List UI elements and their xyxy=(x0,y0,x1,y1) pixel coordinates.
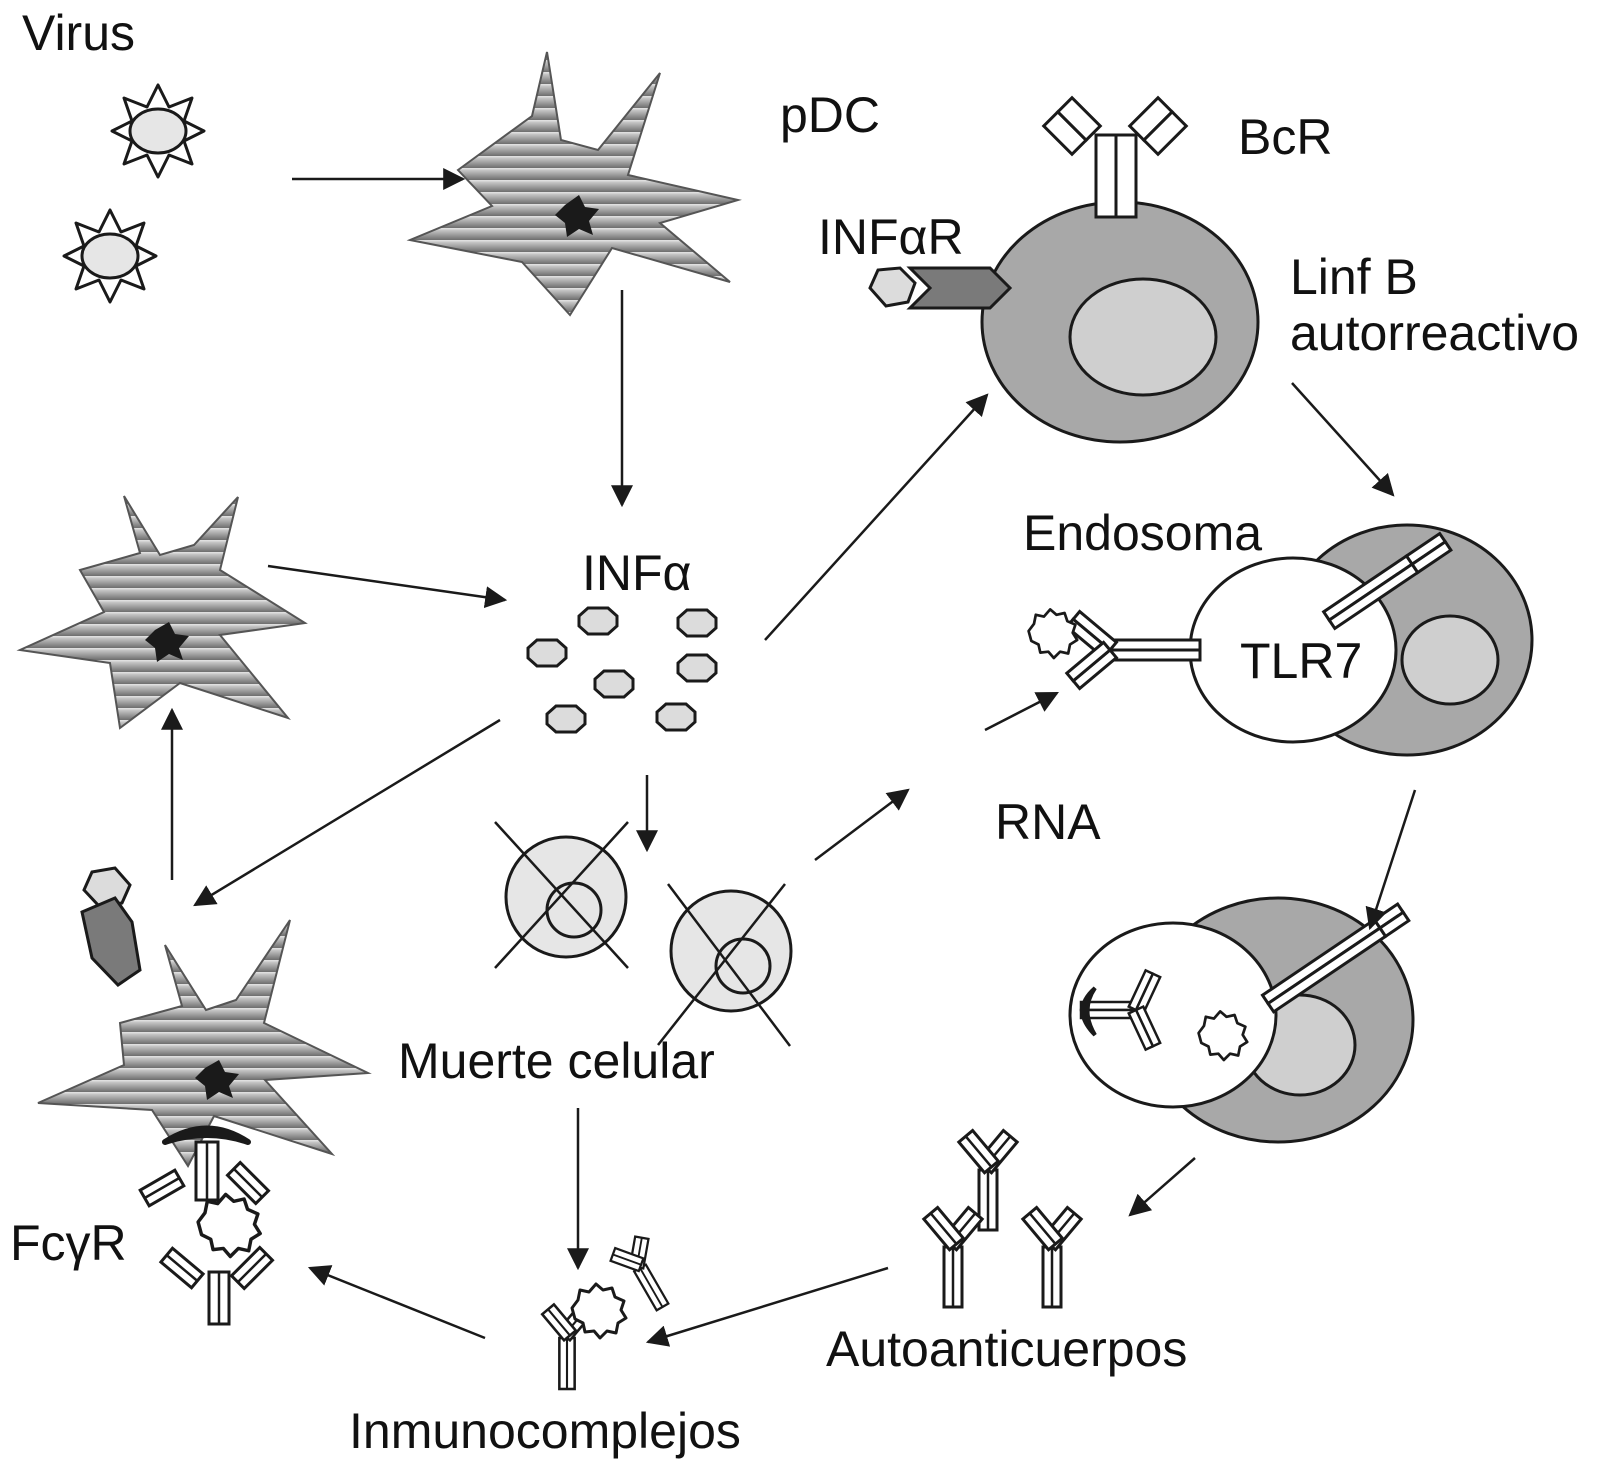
endosome-cell-1 xyxy=(1188,523,1534,757)
autoreactive-b-cell xyxy=(980,200,1260,444)
label-tlr7: TLR7 xyxy=(1240,633,1363,689)
virus-particle-1 xyxy=(110,83,206,179)
arrow-infa-to-bcell xyxy=(764,393,989,641)
virus-particle-2 xyxy=(62,208,158,304)
label-virus: Virus xyxy=(22,5,136,61)
arrow-infa-to-bottompdc xyxy=(193,718,501,907)
label-endosoma: Endosoma xyxy=(1023,505,1263,561)
pdc-cell-left xyxy=(16,495,308,730)
immune-complexes xyxy=(540,1230,683,1391)
label-fcgr: FcγR xyxy=(10,1215,127,1271)
label-bcr: BcR xyxy=(1238,109,1333,165)
arrow-immunocomplex-to-fcgr xyxy=(307,1265,486,1340)
label-linf-b-line1: Linf B xyxy=(1290,249,1418,305)
fcgr-immune-fragments xyxy=(138,1160,275,1326)
inf-alpha-molecules xyxy=(526,606,718,734)
bcr-receptor xyxy=(1041,95,1189,219)
arrow-rna-to-endosome xyxy=(984,691,1059,732)
receptor-bound-left xyxy=(80,866,142,987)
arrow-endosome1-to-endosome2 xyxy=(1365,789,1417,931)
arrow-bcell-to-endosome xyxy=(1291,382,1395,497)
label-rna: RNA xyxy=(995,794,1101,850)
label-linf-b-line2: autorreactivo xyxy=(1290,305,1580,361)
arrow-autoab-to-immunocomplex xyxy=(645,1266,889,1347)
label-inf-alpha: INFα xyxy=(582,545,692,601)
label-autoanticuerpos: Autoanticuerpos xyxy=(826,1321,1188,1377)
pdc-cell-bottom xyxy=(37,919,372,1168)
inf-alpha-receptor xyxy=(868,266,1013,310)
antibody-rna-complex-endosome xyxy=(1027,608,1202,691)
label-muerte-celular: Muerte celular xyxy=(398,1033,715,1089)
arrow-leftpdc-to-infa xyxy=(267,564,508,609)
dead-cell-2 xyxy=(657,883,793,1047)
arrow-endosome2-to-autoab xyxy=(1128,1157,1196,1217)
autoantibodies xyxy=(922,1129,1083,1309)
label-pdc: pDC xyxy=(780,87,881,143)
dead-cell-1 xyxy=(494,821,629,969)
endosome-cell-2 xyxy=(1068,896,1415,1144)
fcgr-receptor xyxy=(162,1125,251,1202)
arrow-dead-to-rna xyxy=(814,788,910,861)
arrows xyxy=(161,168,1417,1347)
pdc-cell-top xyxy=(406,51,742,317)
label-inf-alpha-receptor: INFαR xyxy=(818,209,964,265)
label-inmunocomplejos: Inmunocomplejos xyxy=(349,1403,741,1459)
